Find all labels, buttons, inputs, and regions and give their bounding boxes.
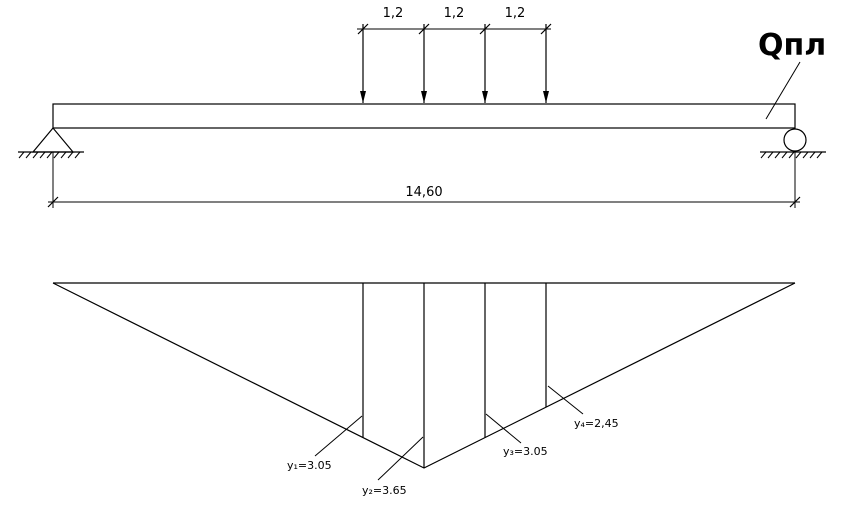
load-label: Qпл	[758, 28, 826, 63]
beam	[52, 103, 796, 129]
spacing-label-3: 1,2	[505, 6, 526, 21]
load-arrows	[360, 24, 549, 103]
pinned-support	[18, 127, 84, 159]
ordinate-label-y2: y₂=3.65	[362, 484, 407, 497]
load-arrow-2	[421, 24, 427, 103]
beam-body	[52, 103, 796, 129]
ordinate-label-y1: y₁=3.05	[287, 459, 332, 472]
roller-support	[760, 128, 826, 159]
ordinate-labels: y₁=3.05 y₂=3.65 y₃=3.05 y₄=2,45	[287, 385, 619, 497]
load-arrow-1	[360, 24, 366, 103]
span-label: 14,60	[405, 185, 442, 200]
load-arrow-4	[543, 24, 549, 103]
load-label-group: Qпл	[758, 28, 826, 120]
ordinate-label-y4: y₄=2,45	[574, 417, 619, 430]
spacing-dimensions: 1,2 1,2 1,2	[357, 6, 552, 35]
spacing-label-1: 1,2	[383, 6, 404, 21]
load-arrow-3	[482, 24, 488, 103]
spacing-label-2: 1,2	[444, 6, 465, 21]
span-dimension: 14,60	[47, 152, 801, 208]
ordinate-label-y3: y₃=3.05	[503, 445, 548, 458]
influence-line	[52, 282, 796, 469]
